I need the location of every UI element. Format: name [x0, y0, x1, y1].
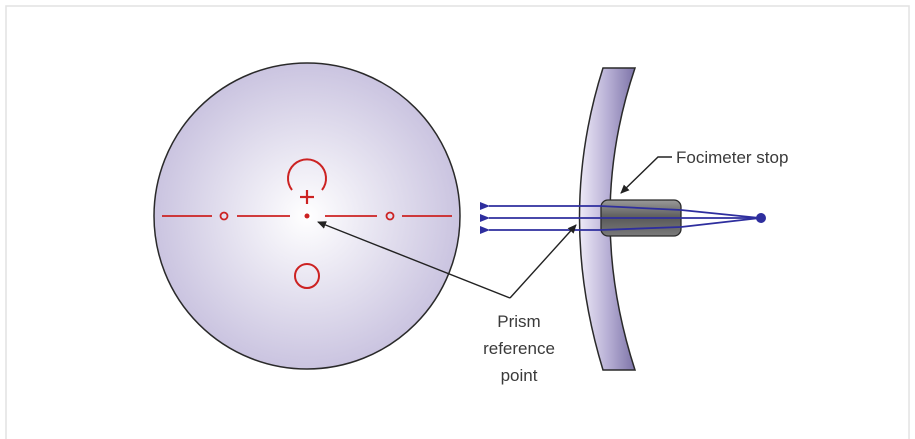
focimeter-stop-label: Focimeter stop — [676, 148, 788, 167]
frame-border — [5, 5, 910, 439]
prism-reference-label-line2: reference — [483, 339, 555, 358]
light-source-point — [756, 213, 766, 223]
left-mark-circle — [219, 211, 229, 221]
prism-reference-dot — [304, 213, 310, 219]
fitting-cross — [300, 190, 314, 204]
prism-ref-leader-side — [509, 224, 577, 299]
leader-lines — [317, 156, 672, 299]
prism-reference-label-line3: point — [501, 366, 538, 385]
right-mark-circle — [385, 211, 395, 221]
lens-front-view — [153, 62, 461, 370]
light-rays — [480, 202, 761, 234]
distance-reference-arc — [287, 158, 327, 191]
prism-ref-leader-front — [317, 221, 511, 299]
near-reference-circle — [294, 263, 320, 289]
prism-reference-label-line1: Prism — [497, 312, 540, 331]
focimeter-stop-leader — [620, 156, 672, 194]
